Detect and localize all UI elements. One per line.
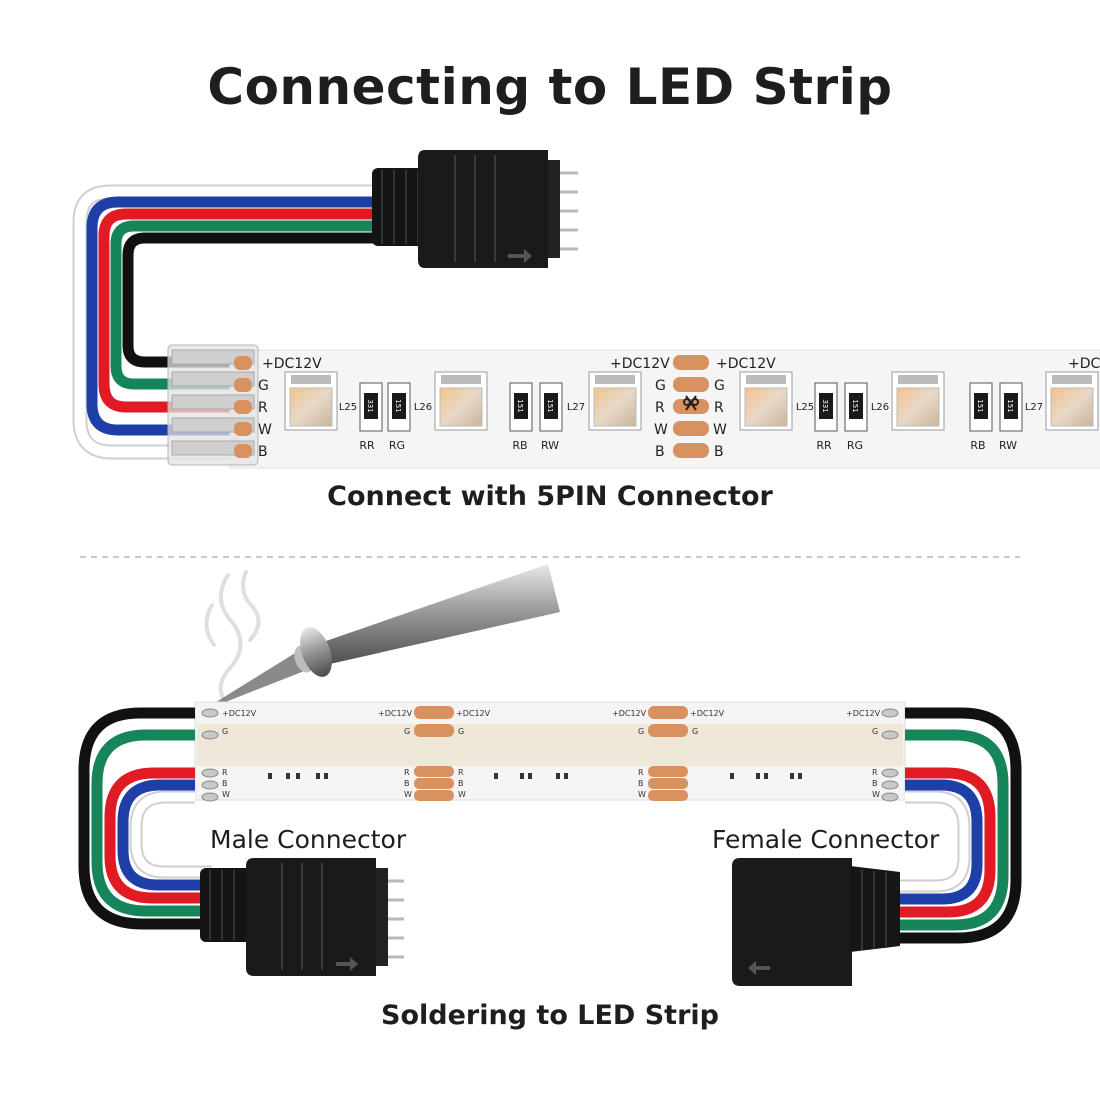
top-male-connector — [372, 150, 578, 268]
pad-label-r: R — [458, 768, 464, 777]
resistor-code: 151 — [546, 399, 554, 412]
pad-label-w: W — [638, 790, 646, 799]
top-section-caption: Connect with 5PIN Connector — [327, 481, 773, 512]
line-label: L25 — [796, 402, 814, 413]
pad-label-b: B — [872, 779, 878, 788]
top-wire-bundle — [72, 184, 375, 460]
pad-label-w: W — [258, 422, 272, 438]
pad-label-g: G — [404, 727, 410, 736]
resistor-label: RW — [999, 439, 1017, 452]
led-chips — [284, 371, 1099, 431]
pad-label-r: R — [638, 768, 644, 777]
resistor-code: 151 — [394, 399, 402, 412]
bottom-section-caption: Soldering to LED Strip — [381, 1000, 719, 1031]
line-label: L26 — [871, 402, 889, 413]
pad-label-dc12v: +DC12V — [222, 709, 257, 718]
pad-label-g: G — [872, 727, 878, 736]
pad-label-dc12v: +DC12V — [612, 709, 647, 718]
arrow-icon — [336, 957, 358, 971]
pad-label-g: G — [714, 378, 725, 394]
arrow-icon — [508, 249, 532, 263]
pad-label-r: R — [404, 768, 410, 777]
resistor-label: RG — [389, 439, 405, 452]
resistor-code: 151 — [1006, 399, 1014, 412]
pad-label-dc12v: +DC12V — [846, 709, 881, 718]
pad-label-r: R — [258, 400, 268, 416]
resistor-label: RB — [512, 439, 527, 452]
pad-label-w: W — [222, 790, 230, 799]
pad-label-w: W — [872, 790, 880, 799]
line-label: L27 — [567, 402, 585, 413]
resistor-label: RG — [847, 439, 863, 452]
smoke-icon — [204, 570, 261, 702]
line-label: L25 — [339, 402, 357, 413]
top-led-strip: 331 151 151 151 331 151 151 151 RR RG RB… — [229, 349, 1100, 469]
bottom-led-strip: +DC12V +DC12V +DC12V +DC12V +DC12V +DC12… — [194, 701, 906, 801]
pad-label-b: B — [404, 779, 410, 788]
pad-label-g: G — [655, 378, 666, 394]
pad-label-dc12v: +DC12V — [690, 709, 725, 718]
pad-label-dc12v: +DC12V — [610, 356, 670, 372]
pad-label-dc12v: +DC12V — [1068, 356, 1100, 372]
bottom-left-wire-bundle — [78, 707, 212, 930]
pad-label-w: W — [458, 790, 466, 799]
pad-label-dc12v: +DC12V — [716, 356, 776, 372]
pad-label-b: B — [258, 444, 268, 460]
pad-label-w: W — [404, 790, 412, 799]
resistor-code: 151 — [976, 399, 984, 412]
pad-label-g: G — [458, 727, 464, 736]
line-label: L26 — [414, 402, 432, 413]
pad-label-r: R — [222, 768, 228, 777]
male-connector-label: Male Connector — [210, 825, 407, 854]
soldering-iron-icon — [200, 564, 560, 712]
line-label: L27 — [1025, 402, 1043, 413]
scissor-icon — [683, 395, 699, 411]
pad-label-g: G — [222, 727, 228, 736]
clip-connector — [167, 344, 259, 466]
pad-label-dc12v: +DC12V — [456, 709, 491, 718]
pad-label-w: W — [713, 422, 727, 438]
pad-label-g: G — [638, 727, 644, 736]
resistor-code: 331 — [366, 399, 374, 412]
pad-label-dc12v: +DC12V — [378, 709, 413, 718]
smd-components — [268, 773, 802, 779]
male-connector — [200, 858, 404, 976]
resistor-code: 151 — [516, 399, 524, 412]
bottom-right-wire-bundle — [898, 707, 1022, 944]
resistor-label: RW — [541, 439, 559, 452]
page-title: Connecting to LED Strip — [207, 58, 893, 116]
pad-label-r: R — [714, 400, 724, 416]
pad-label-g: G — [692, 727, 698, 736]
pad-label-w: W — [654, 422, 668, 438]
resistor-label: RB — [970, 439, 985, 452]
arrow-icon — [748, 961, 770, 975]
resistor-code: 151 — [851, 399, 859, 412]
pad-label-r: R — [655, 400, 665, 416]
pad-label-g: G — [258, 378, 269, 394]
resistor-code: 331 — [821, 399, 829, 412]
pad-label-r: R — [872, 768, 878, 777]
pad-label-b: B — [638, 779, 644, 788]
pad-label-b: B — [714, 444, 724, 460]
pad-label-b: B — [458, 779, 464, 788]
pad-label-b: B — [222, 779, 228, 788]
pad-label-dc12v: +DC12V — [262, 356, 322, 372]
female-connector — [732, 858, 900, 986]
resistor-label: RR — [816, 439, 832, 452]
female-connector-label: Female Connector — [712, 825, 940, 854]
resistor-label: RR — [359, 439, 375, 452]
pad-label-b: B — [655, 444, 665, 460]
